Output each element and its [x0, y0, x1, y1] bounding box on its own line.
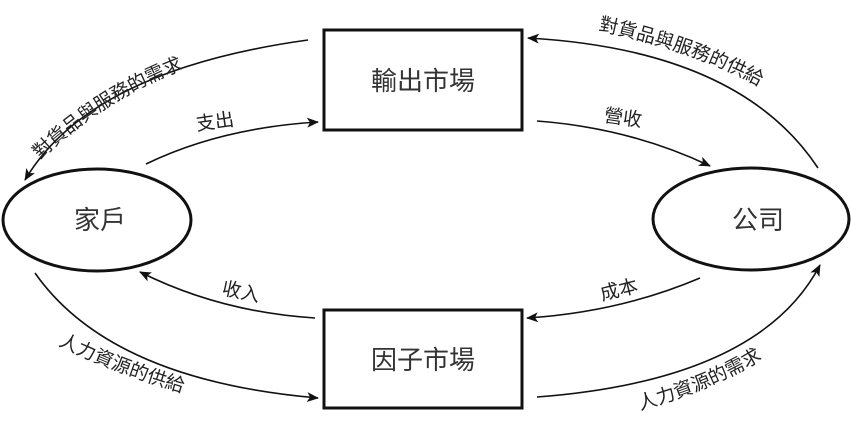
cost-arrow	[526, 277, 701, 323]
output-market-label: 輸出市場	[371, 67, 475, 97]
spending-arrow	[145, 117, 319, 165]
supply-goods-arrow	[527, 33, 819, 169]
household-label: 家戶	[74, 206, 126, 236]
factor-market-label: 因子市場	[371, 346, 475, 376]
spending-label: 支出	[195, 108, 236, 135]
income-label: 收入	[220, 277, 262, 306]
output-market-box	[322, 28, 524, 132]
supply-labor-label: 人力資源的供給	[56, 330, 187, 398]
revenue-label: 營收	[603, 105, 644, 132]
supply-labor-arrow	[34, 272, 319, 403]
demand-labor-label: 人力資源的需求	[635, 344, 765, 415]
firm-node	[651, 166, 851, 272]
factor-market-box	[322, 308, 524, 410]
demand-goods-label: 對貨品與服務的需求	[29, 53, 186, 164]
revenue-arrow	[536, 120, 711, 167]
firm-label: 公司	[732, 206, 784, 236]
supply-goods-label: 對貨品與服務的供給	[597, 13, 767, 90]
demand-labor-arrow	[536, 264, 821, 398]
income-arrow	[139, 271, 316, 319]
household-node	[1, 167, 193, 273]
demand-goods-arrow	[24, 39, 309, 181]
